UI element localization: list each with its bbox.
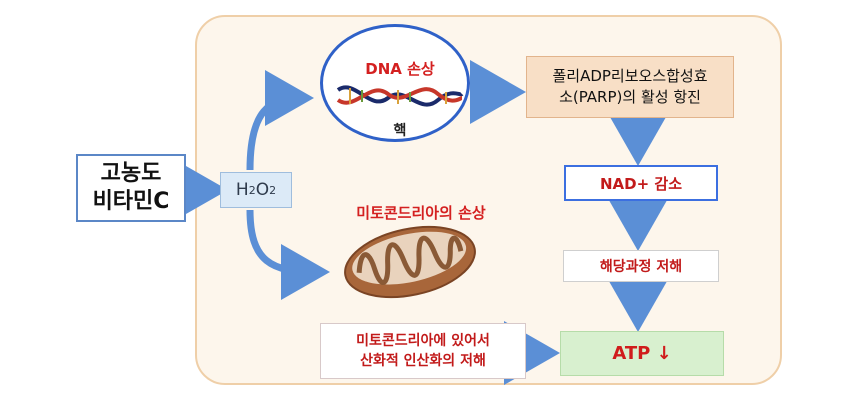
parp-line2: 소(PARP)의 활성 항진 [559, 88, 701, 106]
atp-decrease-box: ATP ↓ [560, 331, 724, 376]
vitc-line2: 비타민C [92, 189, 170, 214]
dna-helix-icon [336, 85, 464, 107]
oxidative-phosphorylation-inhibition-box: 미토콘드리아에 있어서 산화적 인산화의 저해 [320, 323, 526, 379]
h2o2-sub2: 2 [269, 183, 277, 197]
high-dose-vitamin-c-box: 고농도 비타민C [76, 154, 186, 222]
mitochondria-damage-label: 미토콘드리아의 손상 [356, 204, 486, 222]
nucleus-label: 핵 [393, 123, 407, 139]
nad-decrease-box: NAD+ 감소 [564, 165, 718, 201]
glycolysis-inhibition-box: 해당과정 저해 [563, 250, 719, 282]
dna-damage-label: DNA 손상 [365, 60, 435, 78]
h2o2-o: O [255, 180, 270, 200]
parp-activation-box: 폴리ADP리보오스합성효 소(PARP)의 활성 항진 [526, 56, 734, 118]
arrow-h2o2-to-dna [246, 70, 314, 171]
parp-line1: 폴리ADP리보오스합성효 [552, 67, 708, 85]
oxid-line1: 미토콘드리아에 있어서 [356, 333, 490, 349]
oxid-line2: 산화적 인산화의 저해 [360, 353, 486, 369]
h2o2-h: H [235, 180, 249, 200]
arrow-h2o2-to-mito [246, 209, 330, 300]
nucleus-circle [320, 24, 470, 142]
h2o2-sub1: 2 [248, 183, 256, 197]
vitc-line1: 고농도 [100, 161, 162, 186]
mitochondria-icon [344, 225, 476, 299]
